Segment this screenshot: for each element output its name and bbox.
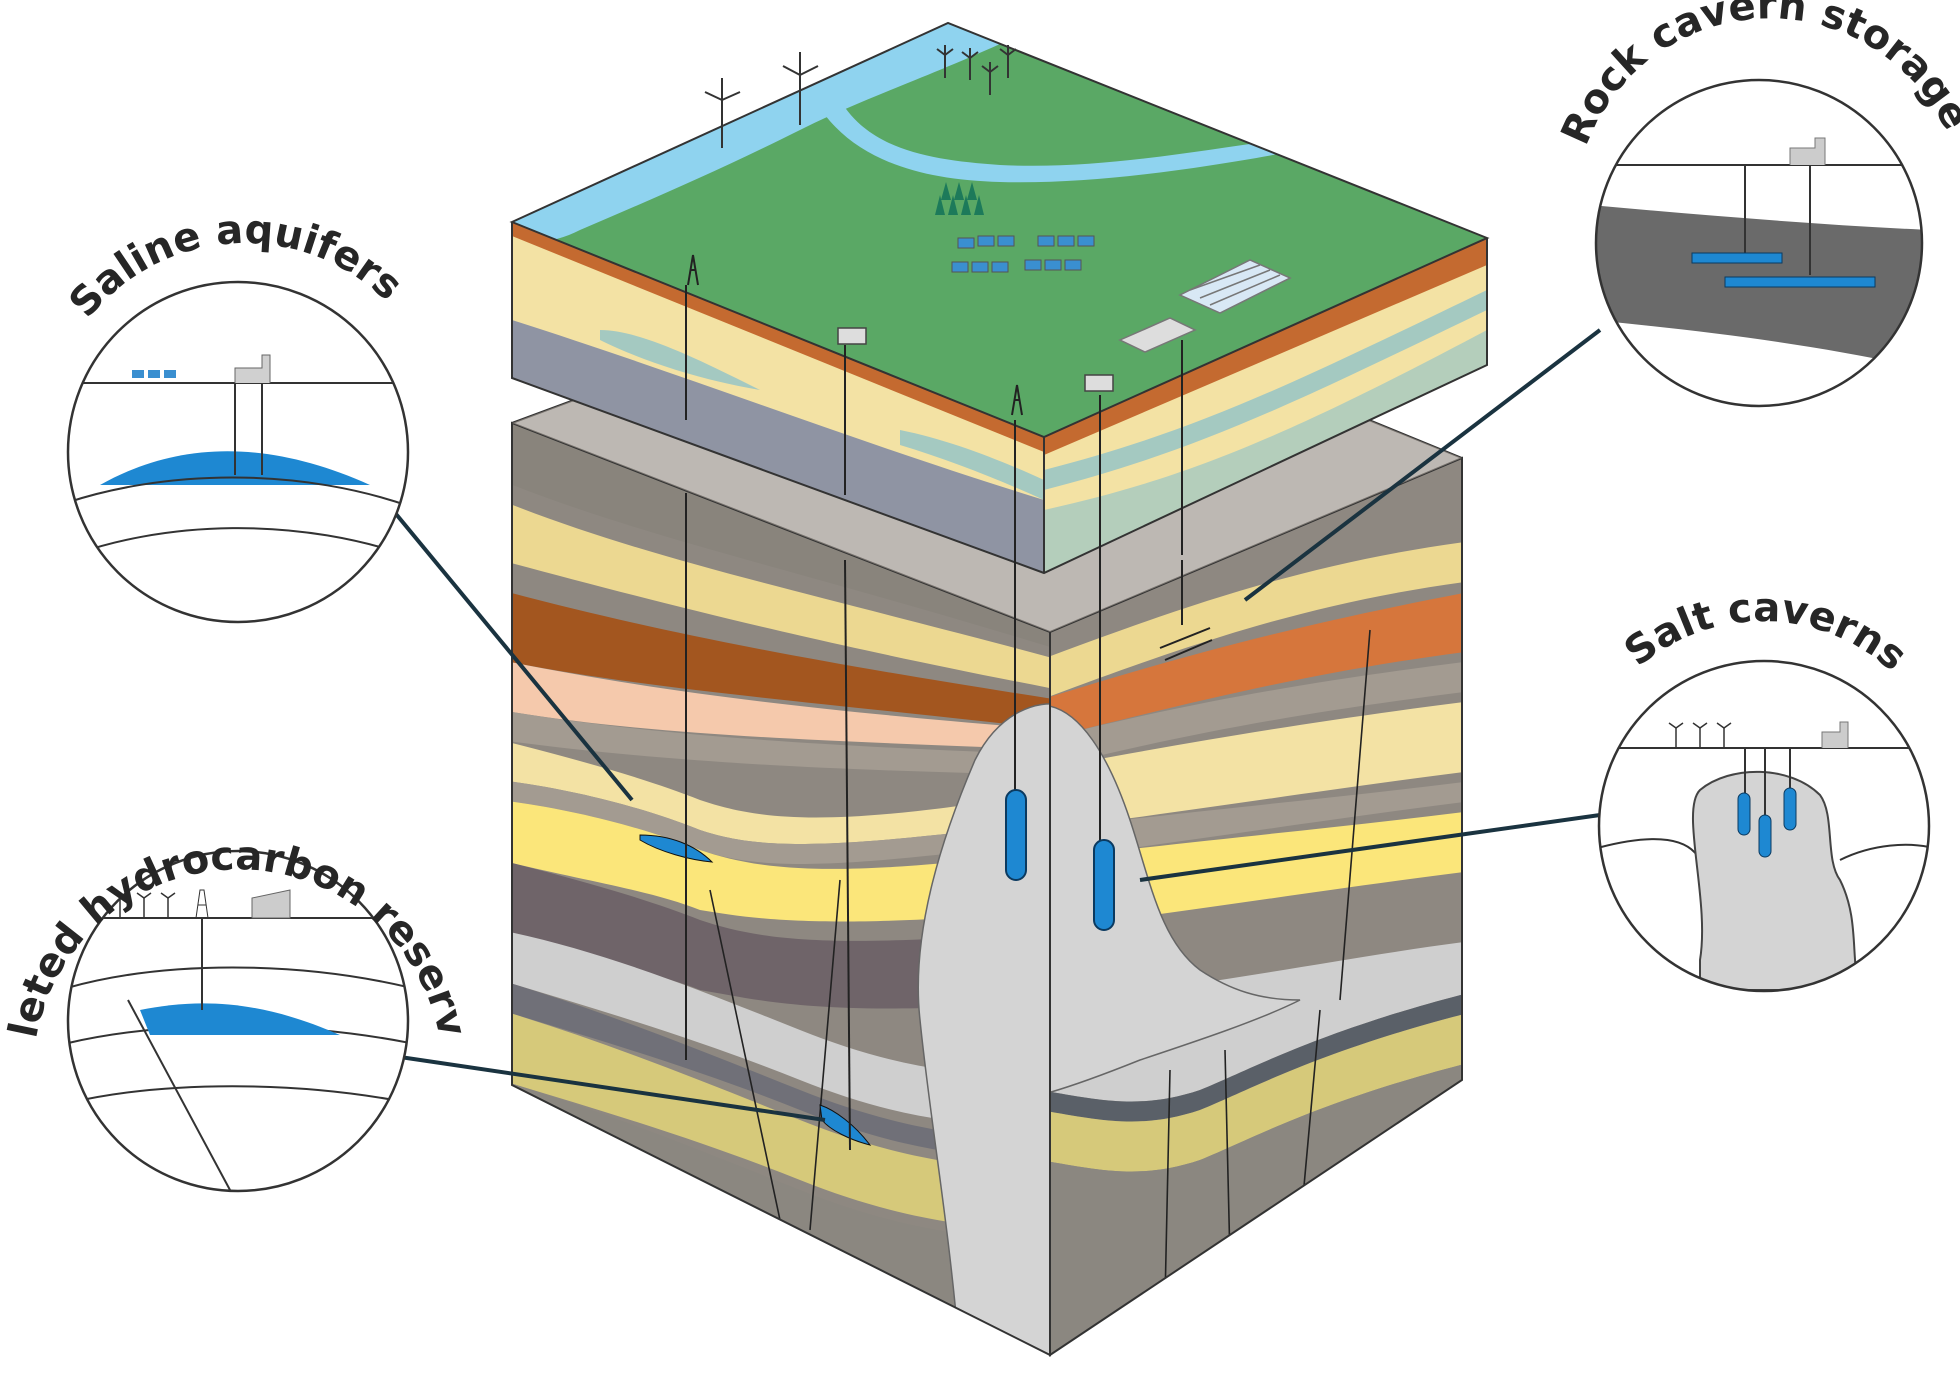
building-icon	[837, 327, 1114, 392]
wind-turbine-icon	[704, 45, 1017, 148]
right-face-strata	[1050, 458, 1462, 1355]
top-slab-outline	[509, 21, 1490, 575]
solar-panel-icon	[951, 235, 1095, 273]
inset-depleted-reservoirs	[66, 849, 410, 1193]
wells	[685, 285, 1213, 1151]
wind-turbine-icon	[1668, 722, 1732, 748]
salt-cavern-storage	[1005, 789, 1115, 931]
connector-lines	[361, 328, 1602, 1122]
solar-panel-icon	[132, 370, 176, 378]
greenhouse-icon	[1118, 259, 1292, 353]
inset-salt-caverns	[1597, 659, 1931, 993]
tree-icon	[935, 182, 984, 215]
inset-rock-cavern	[1594, 78, 1924, 408]
drilling-rig-icon	[687, 254, 1023, 416]
inset-saline-aquifers	[66, 280, 410, 624]
